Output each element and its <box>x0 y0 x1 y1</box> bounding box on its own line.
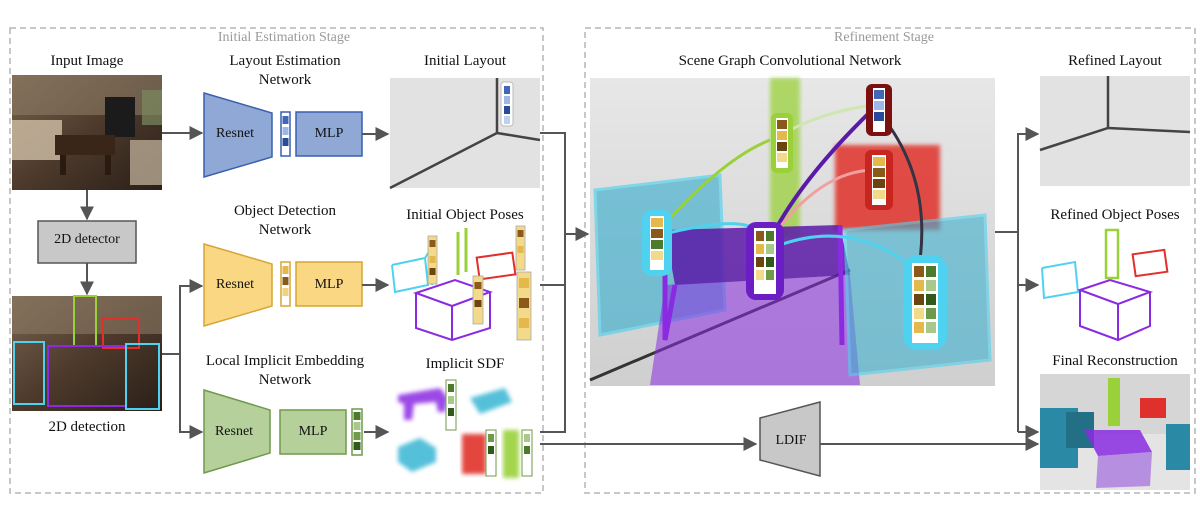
input-image-title: Input Image <box>50 53 124 69</box>
layout-net-title-line1: Layout Estimation <box>229 53 341 69</box>
object-network <box>203 242 363 328</box>
implicit-sdf-render <box>398 379 533 478</box>
implicit-sdf-title: Implicit SDF <box>425 356 505 372</box>
refined-poses-title: Refined Object Poses <box>1050 207 1180 223</box>
final-reconstruction-render <box>1040 374 1190 490</box>
lien-net-title-line2: Network <box>258 372 312 388</box>
object-net-title-line1: Object Detection <box>233 203 337 219</box>
lien-net-title: Local Implicit Embedding Network <box>175 352 395 390</box>
detection-image <box>12 295 162 411</box>
detector-box <box>37 220 137 264</box>
layout-net-title-line2: Network <box>258 72 312 88</box>
refined-poses-render <box>1041 228 1169 342</box>
refinement-stage-label: Refinement Stage <box>815 30 953 46</box>
ldif-box <box>759 401 821 477</box>
sgcn-render <box>589 78 995 386</box>
initial-poses-render <box>391 225 532 342</box>
lien-net-title-line1: Local Implicit Embedding <box>205 353 365 369</box>
final-reconstruction-title: Final Reconstruction <box>1052 353 1178 369</box>
object-net-title-line2: Network <box>258 222 312 238</box>
object-net-title: Object Detection Network <box>190 202 380 240</box>
initial-layout-title: Initial Layout <box>423 53 507 69</box>
layout-net-title: Layout Estimation Network <box>190 52 380 90</box>
initial-stage-frame <box>9 27 544 494</box>
detection-title: 2D detection <box>48 419 126 435</box>
refined-layout-title: Refined Layout <box>1068 53 1162 69</box>
initial-layout-render <box>389 78 541 190</box>
initial-stage-label: Initial Estimation Stage <box>200 30 368 46</box>
refined-layout-render <box>1039 76 1191 186</box>
layout-network <box>203 91 363 179</box>
sgcn-title: Scene Graph Convolutional Network <box>678 53 902 69</box>
lien-network <box>203 388 363 475</box>
refinement-stage-frame <box>584 27 1196 494</box>
input-image <box>12 75 162 190</box>
initial-poses-title: Initial Object Poses <box>406 207 524 223</box>
